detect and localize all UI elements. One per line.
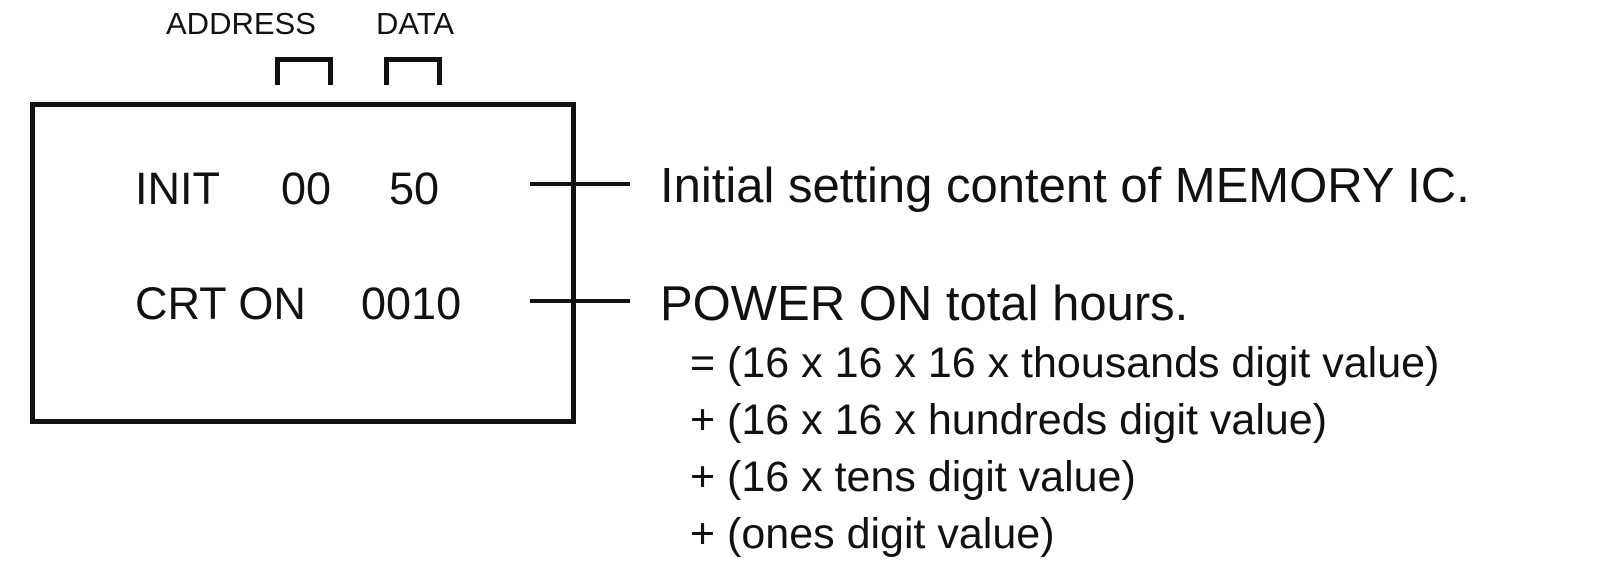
init-data-value: 50: [389, 163, 440, 214]
init-label: INIT: [135, 163, 220, 214]
formula-line-tens: + (16 x tens digit value): [690, 453, 1136, 501]
formula-line-hundreds: + (16 x 16 x hundreds digit value): [690, 396, 1328, 444]
crt-on-leader-line: [530, 299, 630, 303]
init-leader-line: [530, 182, 630, 186]
init-description: Initial setting content of MEMORY IC.: [660, 159, 1470, 213]
address-bracket: [275, 57, 333, 85]
formula-line-ones: + (ones digit value): [690, 510, 1055, 558]
crt-on-label: CRT ON: [135, 278, 306, 329]
data-bracket: [384, 57, 442, 85]
init-address-value: 00: [281, 163, 332, 214]
power-on-description: POWER ON total hours.: [660, 277, 1189, 331]
crt-on-data-value: 0010: [361, 278, 462, 329]
address-label: ADDRESS: [166, 6, 316, 41]
data-label: DATA: [376, 6, 455, 41]
display-screen: [30, 102, 576, 424]
formula-line-thousands: = (16 x 16 x 16 x thousands digit value): [690, 339, 1440, 387]
